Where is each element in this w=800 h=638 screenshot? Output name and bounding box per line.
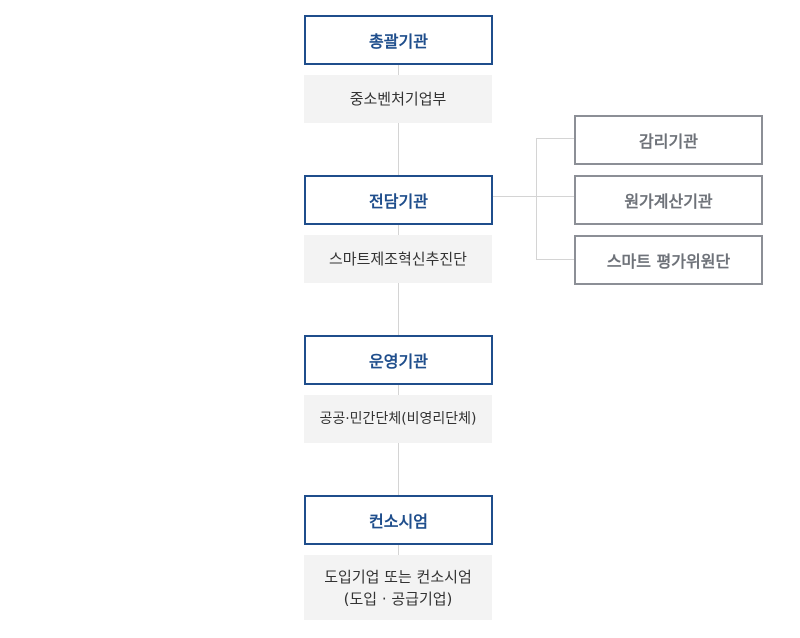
connector-vertical-branch bbox=[536, 138, 537, 260]
node-general-agency-desc-text: 중소벤처기업부 bbox=[349, 90, 447, 108]
node-general-agency-title: 총괄기관 bbox=[369, 32, 428, 51]
node-consortium-desc-line1: 도입기업 또는 컨소시엄 bbox=[324, 567, 472, 586]
node-cost-accounting-agency-title: 원가계산기관 bbox=[624, 192, 713, 211]
connector-horizontal-branch bbox=[492, 196, 574, 197]
node-consortium-title: 컨소시엄 bbox=[369, 512, 428, 531]
node-general-agency: 총괄기관 bbox=[304, 15, 493, 65]
connector-to-audit bbox=[536, 138, 574, 139]
node-cost-accounting-agency: 원가계산기관 bbox=[574, 175, 763, 225]
node-dedicated-agency-desc-text: 스마트제조혁신추진단 bbox=[328, 250, 467, 268]
node-audit-agency-title: 감리기관 bbox=[639, 132, 698, 151]
node-smart-evaluation-committee-title: 스마트 평가위원단 bbox=[606, 252, 731, 271]
node-operating-agency-title: 운영기관 bbox=[369, 352, 428, 371]
node-general-agency-desc: 중소벤처기업부 bbox=[304, 75, 492, 123]
node-dedicated-agency-desc: 스마트제조혁신추진단 bbox=[304, 235, 492, 283]
node-operating-agency-desc-text: 공공·민간단체(비영리단체) bbox=[319, 411, 477, 427]
node-operating-agency: 운영기관 bbox=[304, 335, 493, 385]
node-dedicated-agency-title: 전담기관 bbox=[369, 192, 428, 211]
node-operating-agency-desc: 공공·민간단체(비영리단체) bbox=[304, 395, 492, 443]
node-smart-evaluation-committee: 스마트 평가위원단 bbox=[574, 235, 763, 285]
node-audit-agency: 감리기관 bbox=[574, 115, 763, 165]
connector-to-evaluation bbox=[536, 259, 574, 260]
node-consortium-desc: 도입기업 또는 컨소시엄 (도입 · 공급기업) bbox=[304, 555, 492, 620]
node-consortium-desc-line2: (도입 · 공급기업) bbox=[343, 589, 453, 608]
node-consortium: 컨소시엄 bbox=[304, 495, 493, 545]
connector-vertical-main bbox=[398, 64, 399, 560]
node-dedicated-agency: 전담기관 bbox=[304, 175, 493, 225]
